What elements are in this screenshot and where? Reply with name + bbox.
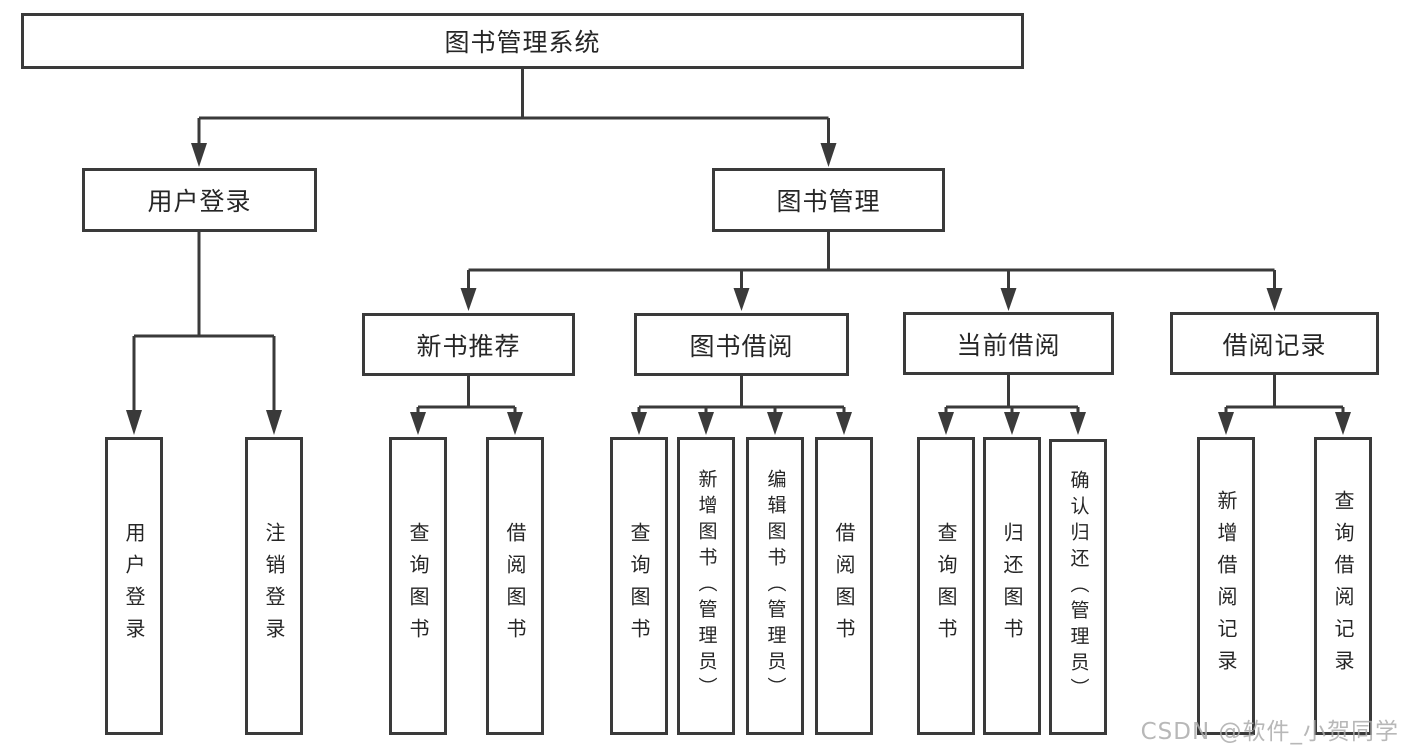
node-label: 图书借阅 [689, 331, 794, 361]
leaf-label: 新增借阅记录 [1214, 490, 1238, 682]
leaf-label: 归还图书 [1000, 522, 1024, 650]
leaf-user-login: 用户登录 [105, 437, 163, 735]
leaf-borrow-books-borrowing: 借阅图书 [815, 437, 873, 735]
leaf-add-books-admin: 新增图书（管理员） [677, 437, 735, 735]
node-borrowing-records: 借阅记录 [1170, 312, 1379, 375]
leaf-edit-books-admin: 编辑图书（管理员） [746, 437, 804, 735]
leaf-borrow-books-recommend: 借阅图书 [486, 437, 544, 735]
leaf-query-books-current: 查询图书 [917, 437, 975, 735]
node-library-system: 图书管理系统 [21, 13, 1024, 69]
leaf-label: 查询图书 [934, 522, 958, 650]
leaf-label: 查询图书 [627, 522, 651, 650]
node-new-book-recommend: 新书推荐 [362, 313, 575, 376]
leaf-label: 编辑图书（管理员） [764, 469, 787, 703]
leaf-add-borrow-record: 新增借阅记录 [1197, 437, 1255, 735]
node-book-management: 图书管理 [712, 168, 945, 232]
leaf-label: 借阅图书 [832, 522, 856, 650]
leaf-query-books-borrowing: 查询图书 [610, 437, 668, 735]
leaf-query-borrow-record: 查询借阅记录 [1314, 437, 1372, 735]
node-current-borrowing: 当前借阅 [903, 312, 1114, 375]
node-label: 当前借阅 [956, 330, 1061, 360]
leaf-label: 用户登录 [122, 522, 146, 650]
node-label: 图书管理系统 [444, 28, 601, 57]
leaf-label: 注销登录 [262, 522, 286, 650]
leaf-return-books: 归还图书 [983, 437, 1041, 735]
node-label: 借阅记录 [1222, 330, 1327, 360]
leaf-confirm-return-admin: 确认归还（管理员） [1049, 439, 1107, 735]
node-user-login: 用户登录 [82, 168, 317, 232]
arrowheads [126, 143, 1351, 435]
leaf-label: 查询借阅记录 [1331, 490, 1355, 682]
node-label: 新书推荐 [416, 331, 521, 361]
leaf-label: 借阅图书 [503, 522, 527, 650]
node-book-borrowing: 图书借阅 [634, 313, 849, 376]
leaf-logout: 注销登录 [245, 437, 303, 735]
node-label: 图书管理 [776, 187, 881, 216]
leaf-label: 新增图书（管理员） [695, 469, 718, 703]
leaf-query-books-recommend: 查询图书 [389, 437, 447, 735]
node-label: 用户登录 [147, 187, 252, 216]
csdn-watermark: CSDN @软件_小贺同学 [1140, 719, 1399, 745]
leaf-label: 确认归还（管理员） [1067, 470, 1090, 704]
leaf-label: 查询图书 [406, 522, 430, 650]
